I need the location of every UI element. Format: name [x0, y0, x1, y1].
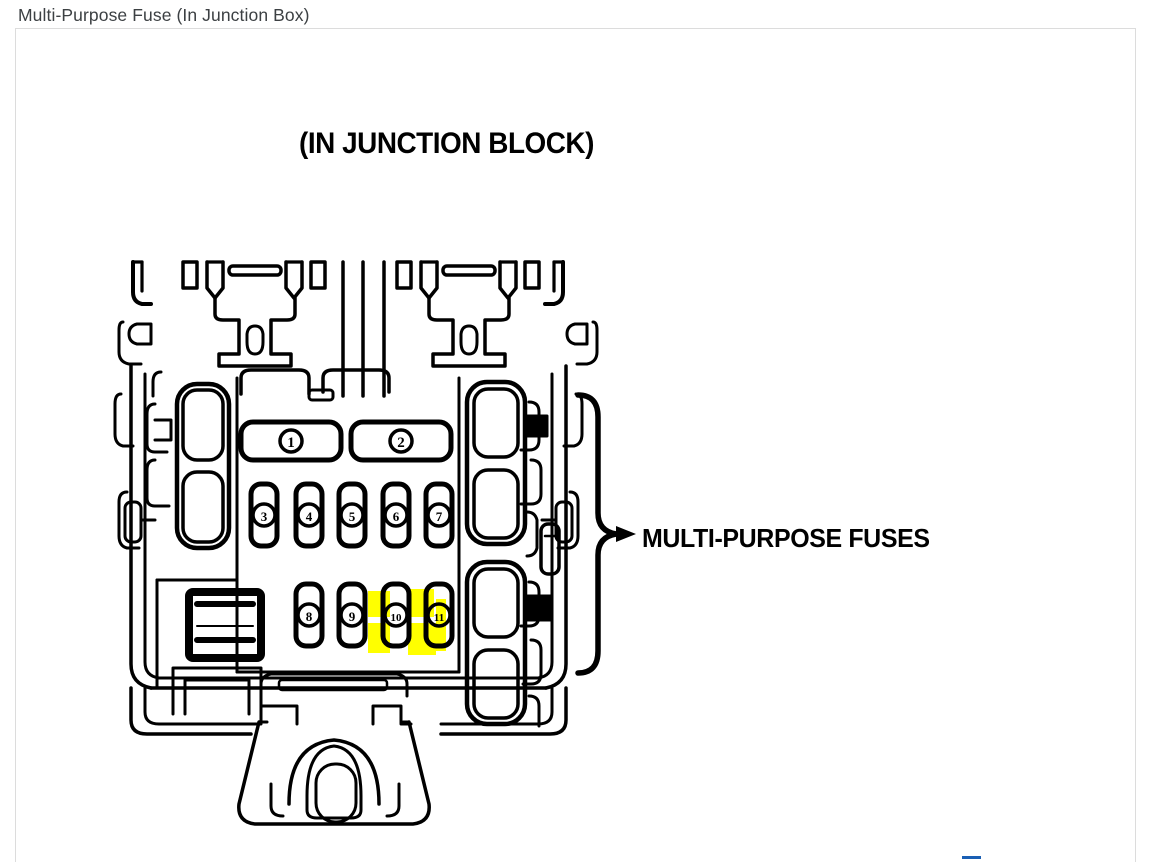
fuse-number-10: 10 — [391, 612, 403, 624]
highlight-fuse-11b — [408, 623, 436, 655]
multi-purpose-fuses-label: MULTI-PURPOSE FUSES — [642, 523, 930, 553]
diagram-title: (IN JUNCTION BLOCK) — [299, 127, 594, 160]
arrowhead-right-icon — [616, 526, 636, 542]
fuse-number-2: 2 — [397, 435, 405, 451]
fuse-number-3: 3 — [261, 509, 268, 524]
content-frame: (IN JUNCTION BLOCK) MULTI-PURPOSE FUSES — [15, 28, 1136, 862]
bottom-link-fragment[interactable] — [962, 856, 981, 859]
fuse-number-5: 5 — [349, 509, 356, 524]
fuse-number-11: 11 — [434, 612, 444, 624]
fuse-number-9: 9 — [349, 609, 356, 624]
fuse-number-4: 4 — [306, 509, 313, 524]
fuse-number-1: 1 — [287, 435, 295, 451]
callout-brace — [575, 392, 636, 676]
fuse-number-6: 6 — [393, 509, 400, 524]
fuse-number-8: 8 — [306, 609, 313, 624]
junction-block-drawing: 1 2 3 4 5 6 7 8 9 10 11 — [113, 260, 599, 826]
fuse-number-7: 7 — [436, 509, 443, 524]
page-caption: Multi-Purpose Fuse (In Junction Box) — [18, 5, 310, 25]
